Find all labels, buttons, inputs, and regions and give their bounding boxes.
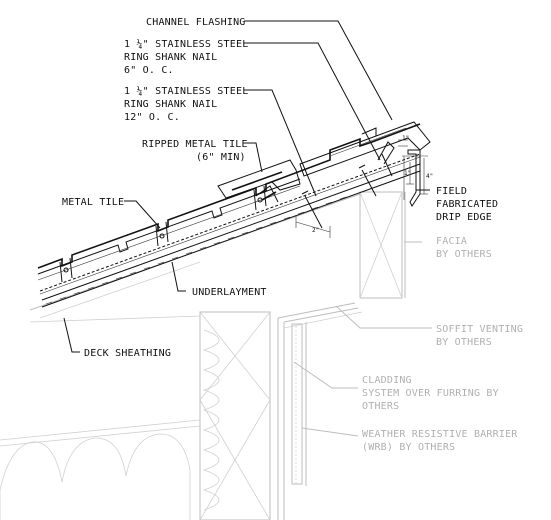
deck-sheathing [41, 163, 421, 308]
label-metal-tile: METAL TILE [62, 197, 124, 208]
label-nail-6-line2: RING SHANK NAIL [124, 52, 217, 63]
label-ripped-tile-line1: RIPPED METAL TILE [142, 139, 248, 150]
dim-top: 1" [402, 135, 409, 142]
label-cladding-line1: CLADDING [362, 375, 412, 386]
label-facia-line2: BY OTHERS [436, 249, 492, 260]
label-nail-6-line3: 6" O. C. [124, 65, 174, 76]
dim-drip-b: 4" [426, 173, 433, 180]
label-nail-12-line2: RING SHANK NAIL [124, 99, 217, 110]
drip-edge [403, 149, 421, 207]
label-soffit-line2: BY OTHERS [436, 337, 492, 348]
label-deck-sheathing: DECK SHEATHING [84, 348, 171, 359]
dimension-marks [295, 139, 428, 238]
label-wrb-line1: WEATHER RESISTIVE BARRIER [362, 429, 518, 440]
underlayment [39, 153, 421, 295]
label-nail-6-line1: 1 ¼" STAINLESS STEEL [124, 38, 248, 50]
dim-lap: 2" [312, 227, 319, 234]
label-field-drip-line1: FIELD [436, 186, 467, 197]
label-field-drip-line3: DRIP EDGE [436, 212, 492, 223]
label-facia-line1: FACIA [436, 236, 467, 247]
wall-framing [0, 191, 406, 520]
label-field-drip-line2: FABRICATED [436, 199, 498, 210]
label-nail-12-line1: 1 ¼" STAINLESS STEEL [124, 85, 248, 97]
label-nail-12-line3: 12" O. C. [124, 112, 180, 123]
dim-drip-a: 1" [404, 170, 411, 177]
label-cladding-line2: SYSTEM OVER FURRING BY [362, 388, 499, 399]
label-underlayment: UNDERLAYMENT [192, 287, 267, 298]
leader-lines [63, 20, 432, 437]
label-wrb-line2: (WRB) BY OTHERS [362, 442, 455, 453]
label-soffit-line1: SOFFIT VENTING [436, 324, 523, 335]
label-cladding-line3: OTHERS [362, 401, 399, 412]
label-ripped-tile-line2: (6" MIN) [196, 152, 246, 163]
nails [301, 153, 393, 229]
label-channel-flashing: CHANNEL FLASHING [146, 17, 246, 28]
ripped-metal-tile [217, 159, 301, 203]
